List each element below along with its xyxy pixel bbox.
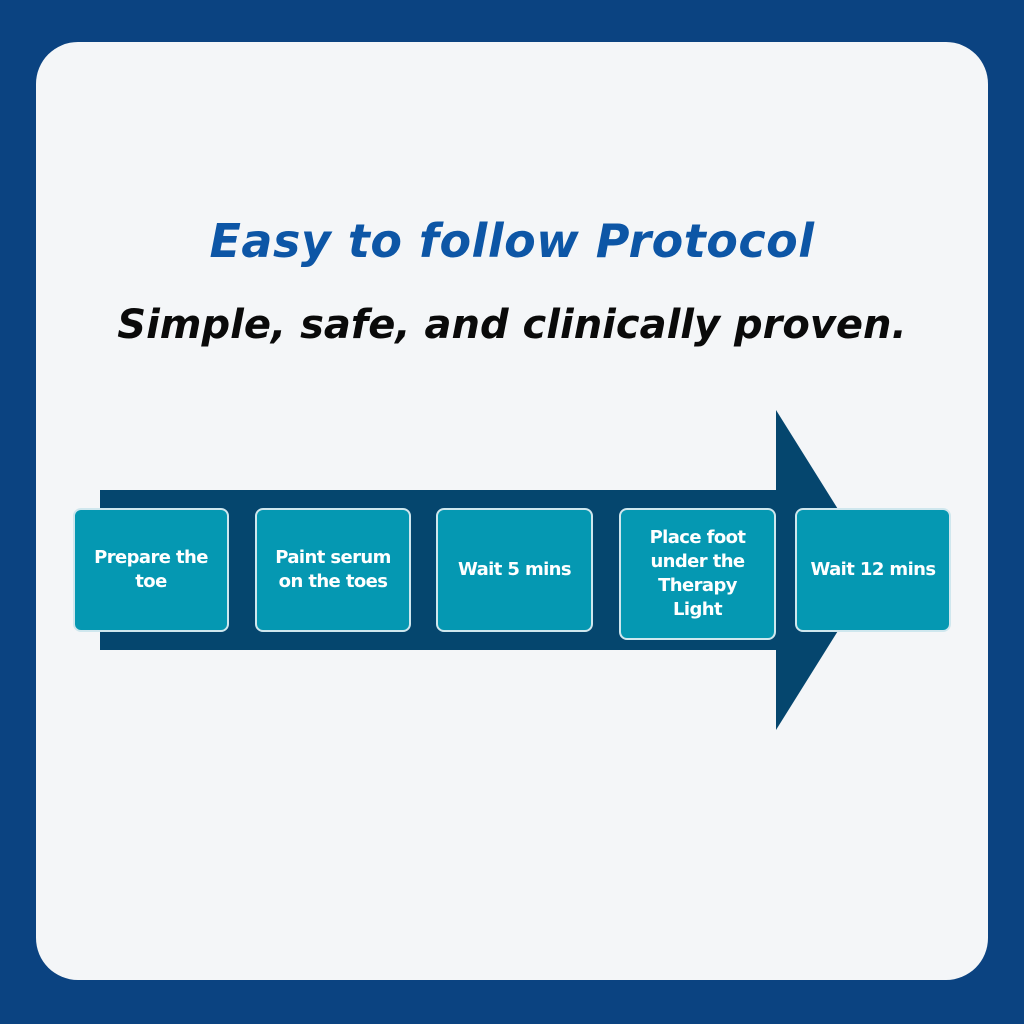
- step-box-2: Paint serum on the toes: [255, 508, 411, 632]
- page-title: Easy to follow Protocol: [209, 214, 815, 268]
- step-label: Wait 5 mins: [457, 559, 572, 580]
- step-label: Paint serum on the toes: [275, 547, 391, 592]
- step-label: Place foot under the Therapy Light: [649, 527, 746, 620]
- step-box-1: Prepare the toe: [73, 508, 229, 632]
- step-box-3: Wait 5 mins: [436, 508, 593, 632]
- page-subtitle: Simple, safe, and clinically proven.: [117, 302, 907, 348]
- step-box-5: Wait 12 mins: [795, 508, 951, 632]
- step-box-4: Place foot under the Therapy Light: [619, 508, 776, 640]
- step-label: Wait 12 mins: [810, 559, 937, 580]
- step-label: Prepare the toe: [94, 547, 208, 592]
